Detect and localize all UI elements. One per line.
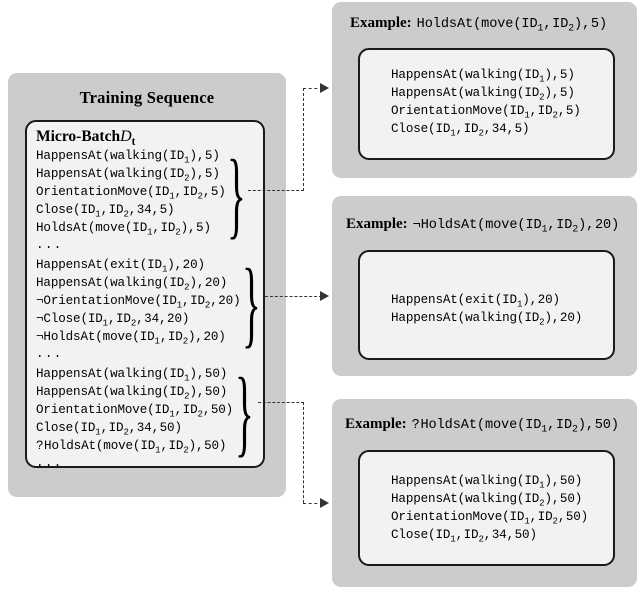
example-negative-box: HappensAt(exit(ID1), 20) HappensAt(walki… (358, 250, 615, 360)
code-line: OrientationMove(ID1, ID2, 5) (36, 185, 226, 202)
code-line: HappensAt(exit(ID1), 20) (36, 258, 205, 275)
group-brace: } (242, 248, 261, 357)
group-separator-ellipsis: ... (36, 238, 63, 252)
group-separator-ellipsis: ... (36, 456, 63, 470)
example-formula: ¬HoldsAt(move(ID1, ID2), 20) (412, 218, 620, 235)
group-brace: } (235, 357, 254, 466)
code-line: ¬Close(ID1, ID2, 34, 20) (36, 312, 190, 329)
code-line: Close(ID1, ID2, 34, 5) (36, 203, 175, 220)
code-line: HappensAt(walking(ID2), 20) (36, 276, 228, 293)
connector-1-segment-v (303, 88, 304, 191)
code-line: HappensAt(exit(ID1), 20) (391, 293, 560, 310)
training-sequence-panel: Training Sequence Micro-BatchDt HappensA… (8, 73, 286, 497)
connector-2-segment-h (265, 296, 322, 297)
code-line: HappensAt(walking(ID2), 5) (36, 167, 220, 184)
code-line: HappensAt(walking(ID1), 50) (391, 474, 583, 491)
example-formula: HoldsAt(move(ID1, ID2), 5) (416, 17, 608, 34)
code-line: OrientationMove(ID1, ID2, 5) (391, 104, 581, 121)
code-line: OrientationMove(ID1, ID2, 50) (36, 403, 234, 420)
code-line: ¬HoldsAt(move(ID1, ID2), 20) (36, 330, 226, 347)
code-line: ¬OrientationMove(ID1, ID2, 20) (36, 294, 241, 311)
micro-batch-symbol: D (120, 128, 132, 145)
example-positive-title: Example:HoldsAt(move(ID1, ID2), 5) (350, 15, 608, 34)
code-line: HoldsAt(move(ID1, ID2), 5) (36, 221, 211, 238)
connector-3-segment-h1 (258, 402, 304, 403)
code-line: Close(ID1, ID2, 34, 5) (391, 122, 530, 139)
micro-batch-box: Micro-BatchDt HappensAt(walking(ID1), 5)… (25, 120, 265, 470)
connector-3-segment-h2 (303, 503, 323, 504)
micro-batch-label-text: Micro-Batch (36, 128, 121, 145)
code-line: HappensAt(walking(ID2), 50) (36, 385, 228, 402)
example-formula: ? HoldsAt(move(ID1, ID2), 50) (411, 418, 619, 435)
code-line: ? HoldsAt(move(ID1, ID2), 50) (36, 439, 227, 456)
example-query-title: Example:? HoldsAt(move(ID1, ID2), 50) (345, 416, 619, 435)
connector-1-segment-h2 (303, 88, 323, 89)
training-sequence-title: Training Sequence (79, 88, 215, 107)
code-line: HappensAt(walking(ID1), 5) (391, 68, 575, 85)
connector-3-segment-v (303, 402, 304, 503)
connector-1-arrowhead (320, 83, 329, 93)
code-line: Close(ID1, ID2, 34, 50) (36, 421, 182, 438)
code-line: HappensAt(walking(ID1), 50) (36, 367, 228, 384)
example-positive-box: HappensAt(walking(ID1), 5) HappensAt(wal… (358, 48, 615, 160)
example-negative-title: Example:¬HoldsAt(move(ID1, ID2), 20) (346, 216, 620, 235)
example-label: Example: (345, 416, 407, 432)
code-line: HappensAt(walking(ID2), 5) (391, 86, 575, 103)
code-line: HappensAt(walking(ID2), 50) (391, 492, 583, 509)
micro-batch-label: Micro-BatchDt (36, 128, 136, 149)
example-negative-panel: Example:¬HoldsAt(move(ID1, ID2), 20) Hap… (332, 196, 637, 376)
example-positive-panel: Example:HoldsAt(move(ID1, ID2), 5) Happe… (332, 2, 637, 178)
code-line: HappensAt(walking(ID1), 5) (36, 149, 220, 166)
example-query-panel: Example:? HoldsAt(move(ID1, ID2), 50) Ha… (332, 399, 637, 587)
example-label: Example: (346, 216, 408, 232)
code-line: Close(ID1, ID2, 34, 50) (391, 528, 537, 545)
group-brace: } (227, 139, 246, 248)
micro-batch-subscript: t (131, 136, 136, 149)
connector-1-segment-h1 (248, 190, 304, 191)
connector-3-arrowhead (320, 498, 329, 508)
example-label: Example: (350, 15, 412, 31)
code-line: HappensAt(walking(ID2), 20) (391, 311, 583, 328)
code-line: OrientationMove(ID1, ID2, 50) (391, 510, 589, 527)
group-separator-ellipsis: ... (36, 347, 63, 361)
example-query-box: HappensAt(walking(ID1), 50) HappensAt(wa… (358, 450, 615, 566)
connector-2-arrowhead (320, 291, 329, 301)
